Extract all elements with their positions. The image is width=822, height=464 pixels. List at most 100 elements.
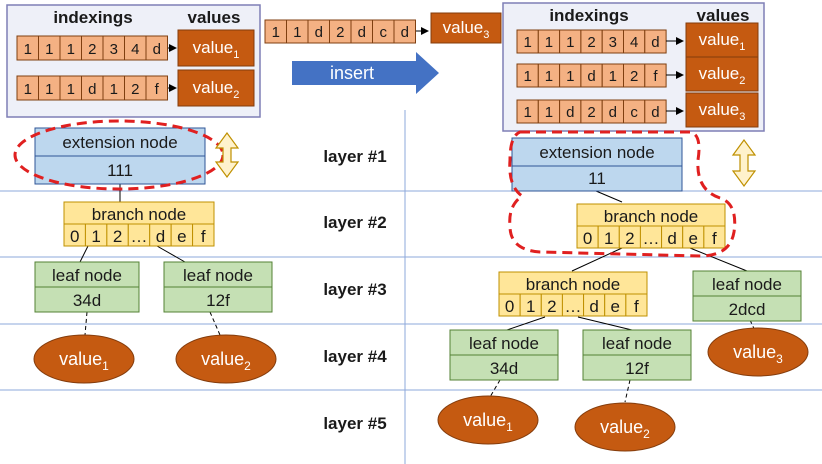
- branch-slot-text: e: [177, 227, 186, 246]
- key-cell: [145, 35, 168, 61]
- value-ellipse-text-subscript: 1: [102, 359, 109, 373]
- value-box-subscript: 1: [233, 49, 239, 61]
- leaf-node-key-box: [34, 286, 140, 313]
- key-cell-text: 1: [110, 81, 118, 98]
- dashed-edge: [84, 311, 88, 336]
- key-cell: [393, 19, 416, 44]
- key-cell-text: 1: [566, 34, 574, 51]
- value-box-text: value1: [193, 38, 240, 61]
- leaf-node-title: leaf node: [712, 275, 782, 294]
- value-ellipse-text-subscript: 3: [776, 352, 783, 366]
- value-box-text: value1: [699, 30, 746, 53]
- insert-arrow-shape: [292, 52, 439, 94]
- dashed-edge: [749, 319, 758, 336]
- key-cell-text: d: [587, 68, 595, 85]
- edge: [689, 247, 748, 272]
- key-cell-text: 1: [45, 81, 53, 98]
- key-cell-text: 2: [88, 41, 96, 58]
- branch-node-title: branch node: [92, 205, 187, 224]
- value-ellipse-text: value1: [463, 410, 513, 434]
- leaf-node-title-box: [582, 329, 692, 356]
- insert-arrow-label: insert: [330, 63, 374, 83]
- key-cell-text: f: [653, 68, 658, 85]
- branch-slot-text: 1: [526, 297, 535, 316]
- branch-slot: [625, 293, 648, 317]
- branch-slot-text: …: [643, 229, 660, 248]
- branch-slot-text: 0: [505, 297, 514, 316]
- value-box: [685, 92, 759, 128]
- branch-slot-text: 2: [113, 227, 122, 246]
- key-cell-text: 1: [523, 68, 531, 85]
- key-cell-text: 2: [587, 34, 595, 51]
- value-ellipse-text: value2: [600, 417, 650, 441]
- value-ellipse-text: value1: [59, 349, 109, 373]
- branch-slot-text: f: [712, 229, 717, 248]
- value-box-label: value: [699, 64, 740, 83]
- right-col-values: values: [697, 6, 750, 25]
- key-cell-text: 1: [293, 24, 301, 41]
- key-cell-text: 2: [336, 24, 344, 41]
- key-cell-text: 1: [545, 104, 553, 121]
- value-ellipse-text-label: value: [463, 410, 506, 430]
- key-cell-text: 1: [545, 34, 553, 51]
- value-ellipse: [33, 334, 135, 384]
- right-col-indexings: indexings: [549, 6, 628, 25]
- leaf-node-title: leaf node: [183, 266, 253, 285]
- key-cell-text: 1: [24, 41, 32, 58]
- layer-label: layer #4: [323, 347, 387, 366]
- edge: [577, 316, 633, 331]
- key-cell-text: f: [155, 81, 160, 98]
- leaf-node-title: leaf node: [602, 334, 672, 353]
- layer-label: layer #1: [323, 147, 386, 166]
- value-ellipse-text-subscript: 2: [643, 427, 650, 441]
- branch-slot-text: 0: [583, 229, 592, 248]
- branch-slot-text: d: [667, 229, 676, 248]
- branch-slot-text: d: [589, 297, 598, 316]
- branch-node-title: branch node: [604, 207, 699, 226]
- leaf-node-title-box: [163, 261, 273, 288]
- branch-slot: [703, 225, 726, 249]
- key-cell-text: 1: [24, 81, 32, 98]
- leaf-node-title: leaf node: [469, 334, 539, 353]
- key-cell-text: 1: [272, 24, 280, 41]
- leaf-node-title-box: [34, 261, 140, 288]
- key-cell-text: 1: [523, 34, 531, 51]
- value-box-text: value2: [699, 64, 746, 87]
- value-ellipse-text: value2: [201, 349, 251, 373]
- key-cell-text: d: [358, 24, 366, 41]
- leaf-node-key-box: [449, 354, 559, 381]
- key-cell-text: 4: [630, 34, 638, 51]
- branch-slot-text: …: [565, 297, 582, 316]
- value-box: [430, 12, 502, 44]
- value-ellipse-text-label: value: [733, 342, 776, 362]
- leaf-node-title: leaf node: [52, 266, 122, 285]
- branch-slot-text: f: [634, 297, 639, 316]
- key-cell-text: 1: [566, 68, 574, 85]
- branch-slot-text: 2: [547, 297, 556, 316]
- value-box-text: value2: [193, 78, 240, 101]
- left-col-values: values: [188, 8, 241, 27]
- leaf-node-key: 12f: [625, 359, 649, 378]
- key-cell-text: 1: [523, 104, 531, 121]
- value-box-label: value: [193, 38, 234, 57]
- edge: [79, 245, 89, 263]
- key-cell-text: 3: [609, 34, 617, 51]
- branch-slot-text: e: [611, 297, 620, 316]
- key-cell-text: 1: [45, 41, 53, 58]
- leaf-node-key-box: [582, 354, 692, 381]
- value-ellipse: [707, 327, 809, 377]
- value-box-text: value3: [443, 18, 490, 41]
- branch-slot-text: 1: [604, 229, 613, 248]
- branch-slot-text: e: [689, 229, 698, 248]
- layer-label: layer #3: [323, 280, 386, 299]
- value-ellipse-text: value3: [733, 342, 783, 366]
- leaf-node-key: 34d: [490, 359, 518, 378]
- leaf-node-key: 12f: [206, 291, 230, 310]
- key-cell-text: 3: [110, 41, 118, 58]
